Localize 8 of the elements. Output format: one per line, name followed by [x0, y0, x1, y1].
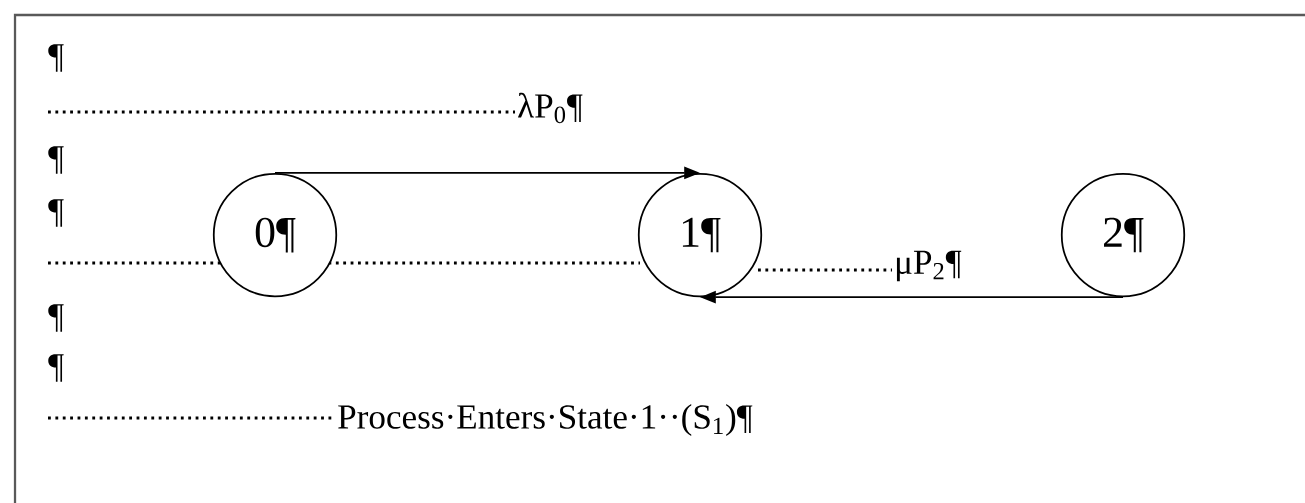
caption-text: Process·Enters·State·1··(S$_{1}$)¶ — [338, 404, 753, 436]
pilcrow-mark: ¶ — [48, 199, 64, 227]
edge-label: μP$_{2}$¶ — [896, 250, 962, 282]
pilcrow-mark: ¶ — [48, 44, 64, 72]
pilcrow-mark: ¶ — [48, 354, 64, 382]
edge-label: λP$_{0}$¶ — [518, 92, 583, 124]
pilcrow-mark: ¶ — [48, 304, 64, 332]
pilcrow-mark: ¶ — [48, 146, 64, 174]
